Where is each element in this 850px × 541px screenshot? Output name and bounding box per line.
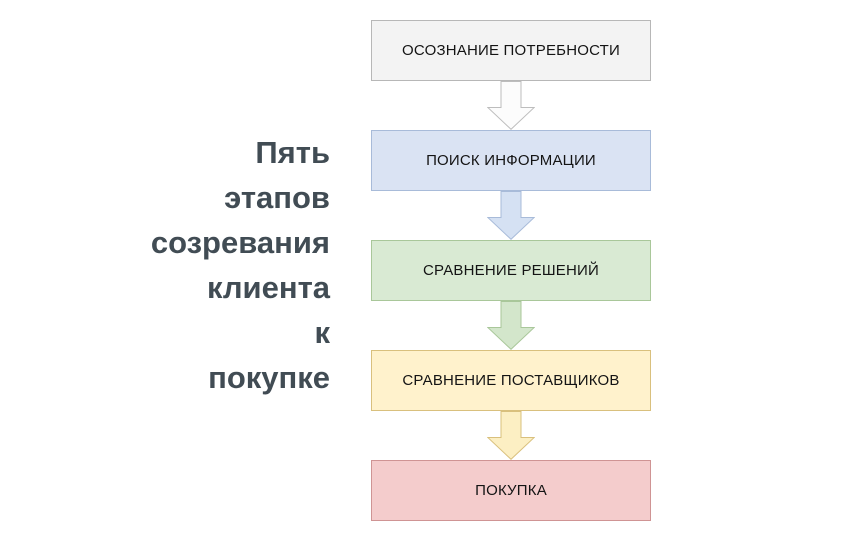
- title-line: этапов: [224, 180, 330, 215]
- title-line: клиента: [206, 270, 330, 305]
- stage-label: СРАВНЕНИЕ ПОСТАВЩИКОВ: [402, 372, 620, 389]
- title-line: покупке: [208, 360, 330, 395]
- stage-box-4: СРАВНЕНИЕ ПОСТАВЩИКОВ: [371, 350, 651, 411]
- stage-box-2: ПОИСК ИНФОРМАЦИИ: [371, 130, 651, 191]
- down-arrow-4: [487, 411, 535, 460]
- title-line: Пять: [255, 135, 330, 170]
- down-arrow-2: [487, 191, 535, 240]
- title-line: созревания: [150, 225, 330, 260]
- down-arrow-3: [487, 301, 535, 350]
- diagram-title: Пять этапов созревания клиента к покупке: [151, 130, 330, 400]
- stage-label: ПОИСК ИНФОРМАЦИИ: [426, 152, 596, 169]
- stage-box-1: ОСОЗНАНИЕ ПОТРЕБНОСТИ: [371, 20, 651, 81]
- stage-box-3: СРАВНЕНИЕ РЕШЕНИЙ: [371, 240, 651, 301]
- title-line: к: [314, 315, 330, 350]
- stage-label: СРАВНЕНИЕ РЕШЕНИЙ: [422, 262, 600, 279]
- stage-box-5: ПОКУПКА: [371, 460, 651, 521]
- down-arrow-1: [487, 81, 535, 130]
- stage-label: ОСОЗНАНИЕ ПОТРЕБНОСТИ: [402, 42, 620, 59]
- stage-label: ПОКУПКА: [475, 482, 547, 499]
